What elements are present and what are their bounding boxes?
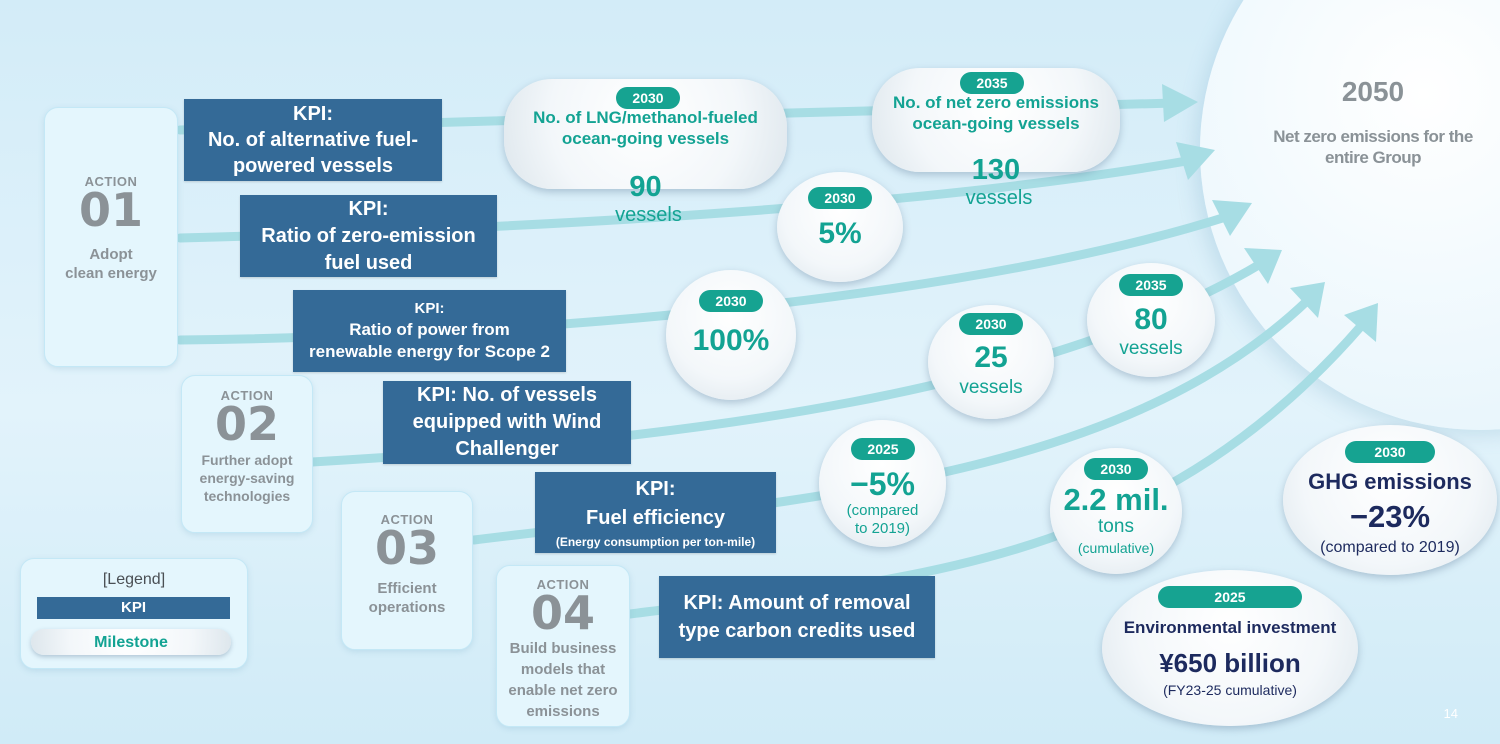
milestone-zero-emission-fuel: 2030 5% xyxy=(777,172,903,282)
action-label: ACTION xyxy=(536,577,590,592)
action-number: 03 xyxy=(374,521,439,575)
milestone-lng-vessels: 2030 No. of LNG/methanol-fueled ocean-go… xyxy=(504,79,787,226)
milestone-unit: vessels xyxy=(615,204,682,226)
kpi-text: KPI: Amount of removal type carbon credi… xyxy=(678,592,916,642)
milestone-unit: tons xyxy=(1098,516,1134,537)
action-number: 04 xyxy=(530,586,595,640)
milestone-value: 5% xyxy=(818,217,862,250)
arrow-5-head xyxy=(1290,282,1325,318)
milestone-text: No. of LNG/methanol-fueled ocean-going v… xyxy=(533,108,758,148)
milestone-ghg-emissions: 2030 GHG emissions −23% (compared to 201… xyxy=(1283,425,1497,575)
year-badge: 2035 xyxy=(1119,274,1183,296)
milestone-net-zero-vessels: 2035 No. of net zero emissions ocean-goi… xyxy=(872,68,1120,209)
milestone-unit: vessels xyxy=(959,377,1023,398)
milestone-text: No. of net zero emissions ocean-going ve… xyxy=(893,93,1099,133)
action-desc: Build business models that enable net ze… xyxy=(508,640,618,720)
milestone-wind-2030: 2030 25 vessels xyxy=(928,305,1054,419)
milestone-text: Environmental investment xyxy=(1123,618,1337,637)
kpi-text: KPI: Fuel efficiency xyxy=(586,477,725,529)
action-02-card: ACTION 02 Further adopt energy-saving te… xyxy=(181,375,313,533)
legend-kpi-swatch: KPI xyxy=(37,597,230,619)
milestone-note: (FY23-25 cumulative) xyxy=(1163,682,1297,698)
kpi-text: KPI: No. of alternative fuel- powered ve… xyxy=(207,103,419,177)
action-label: ACTION xyxy=(84,174,138,189)
year-badge: 2030 xyxy=(1084,458,1148,480)
milestone-value: 80 xyxy=(1134,303,1168,336)
action-label: ACTION xyxy=(380,512,434,527)
arrow-2-head xyxy=(1176,142,1215,180)
milestone-wind-2035: 2035 80 vessels xyxy=(1087,263,1215,377)
arrow-1-head xyxy=(1162,84,1198,122)
year-badge: 2025 xyxy=(851,438,915,460)
action-01-card: ACTION 01 Adopt clean energy xyxy=(44,107,178,367)
action-04-card: ACTION 04 Build business models that ena… xyxy=(496,565,630,727)
milestone-value: −23% xyxy=(1349,499,1431,534)
kpi-alt-fuel-vessels: KPI: No. of alternative fuel- powered ve… xyxy=(184,99,442,181)
milestone-note: (cumulative) xyxy=(1077,540,1155,556)
year-badge: 2030 xyxy=(1345,441,1435,463)
legend-title: [Legend] xyxy=(102,571,166,588)
milestone-unit: vessels xyxy=(965,187,1033,209)
milestone-value: 130 xyxy=(971,154,1021,186)
kpi-fuel-efficiency: KPI: Fuel efficiency (Energy consumption… xyxy=(535,472,776,553)
year-badge: 2025 xyxy=(1158,586,1302,608)
year-badge: 2030 xyxy=(959,313,1023,335)
arrow-3-head xyxy=(1212,200,1252,236)
milestone-value: 2.2 mil. xyxy=(1063,482,1169,517)
milestone-value: ¥650 billion xyxy=(1159,648,1301,678)
goal-year: 2050 xyxy=(1341,76,1405,107)
milestone-text: GHG emissions xyxy=(1308,469,1472,494)
kpi-wind-challenger: KPI: No. of vessels equipped with Wind C… xyxy=(383,381,631,464)
milestone-fuel-efficiency: 2025 −5% (compared to 2019) xyxy=(819,420,946,547)
year-badge: 2030 xyxy=(699,290,763,312)
legend: [Legend] KPI Milestone xyxy=(20,558,248,669)
milestone-value-row: 90 vessels xyxy=(504,153,787,227)
arrow-6-head xyxy=(1344,303,1378,342)
milestone-value: 25 xyxy=(974,341,1008,374)
milestone-note: (compared to 2019) xyxy=(846,502,919,537)
kpi-text: KPI: Ratio of zero-emission fuel used xyxy=(261,197,476,274)
year-badge: 2030 xyxy=(616,87,680,109)
milestone-renewable-power: 2030 100% xyxy=(666,270,796,400)
milestone-env-investment: 2025 Environmental investment ¥650 billi… xyxy=(1102,570,1358,726)
milestone-note: (compared to 2019) xyxy=(1320,539,1460,556)
milestone-value: 100% xyxy=(692,324,770,357)
kpi-text: Ratio of power from renewable energy for… xyxy=(309,320,550,361)
kpi-title: KPI: xyxy=(414,300,445,317)
milestone-value: −5% xyxy=(850,466,915,502)
milestone-carbon-credits: 2030 2.2 mil. tons (cumulative) xyxy=(1050,448,1182,574)
year-badge: 2030 xyxy=(808,187,872,209)
action-number: 02 xyxy=(214,397,279,451)
kpi-text: KPI: No. of vessels equipped with Wind C… xyxy=(412,384,602,460)
year-badge: 2035 xyxy=(960,72,1024,94)
action-number: 01 xyxy=(78,183,143,237)
action-label: ACTION xyxy=(220,388,274,403)
legend-milestone-swatch: Milestone xyxy=(31,629,231,655)
page-number: 14 xyxy=(1443,706,1458,721)
action-desc: Efficient operations xyxy=(368,580,446,616)
action-03-card: ACTION 03 Efficient operations xyxy=(341,491,473,650)
action-desc: Further adopt energy-saving technologies xyxy=(199,452,295,504)
milestone-value: 90 xyxy=(629,171,662,203)
milestone-value-row: 130 vessels xyxy=(872,136,1120,210)
kpi-sub: (Energy consumption per ton-mile) xyxy=(555,534,756,549)
kpi-renewable-power: KPI: Ratio of power from renewable energ… xyxy=(293,290,566,372)
action-desc: Adopt clean energy xyxy=(65,246,157,282)
arrow-4-head xyxy=(1244,248,1282,284)
kpi-carbon-credits: KPI: Amount of removal type carbon credi… xyxy=(659,576,935,658)
goal-text: Net zero emissions for the entire Group xyxy=(1273,127,1473,167)
kpi-zero-emission-fuel: KPI: Ratio of zero-emission fuel used xyxy=(240,195,497,277)
milestone-unit: vessels xyxy=(1119,338,1183,359)
